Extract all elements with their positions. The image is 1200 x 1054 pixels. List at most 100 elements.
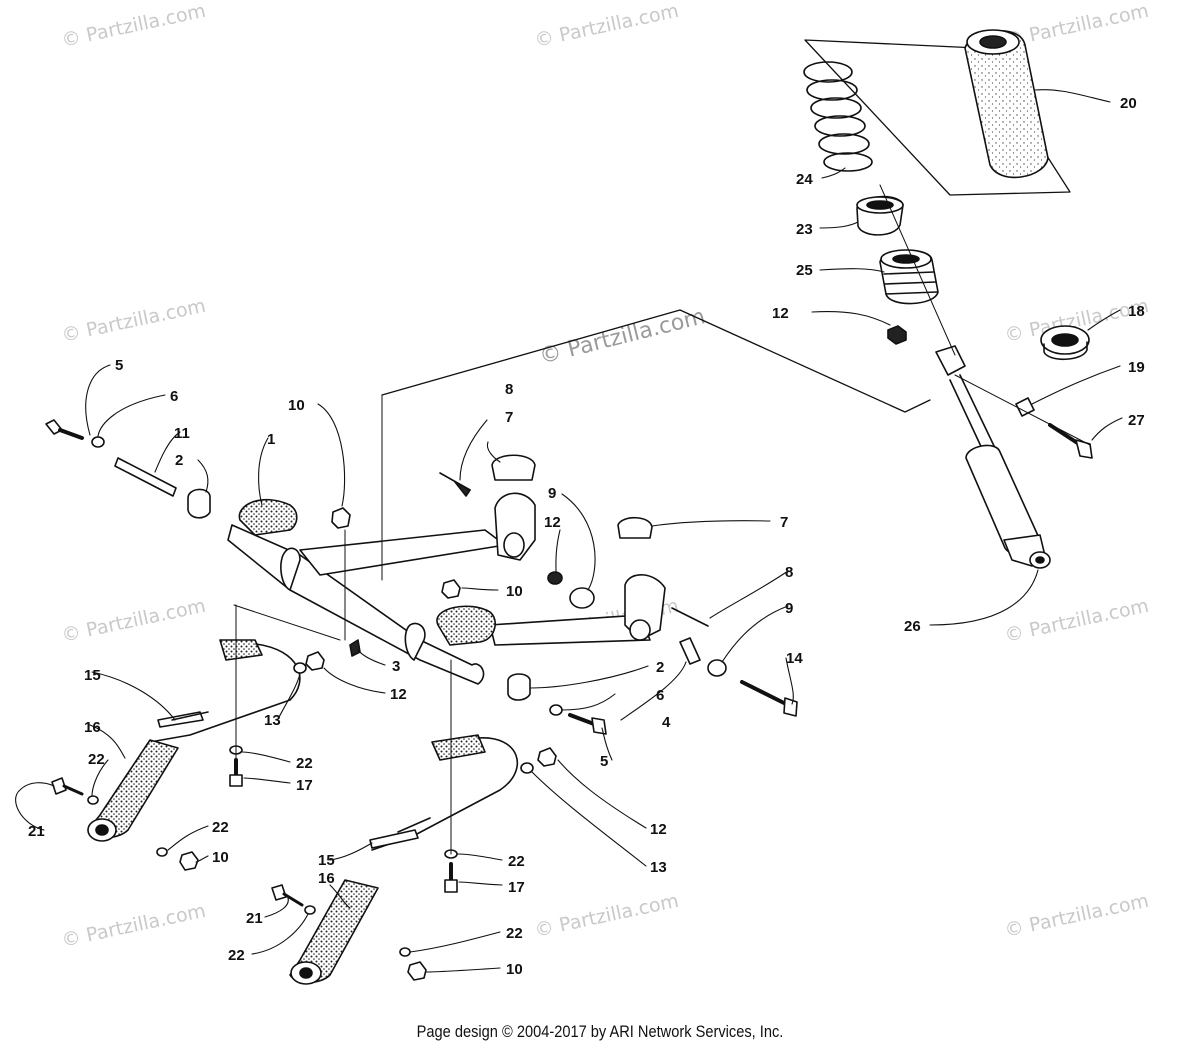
nut-10 — [331, 507, 351, 529]
callout-11: 11 — [174, 425, 190, 442]
callout-10: 10 — [506, 583, 523, 600]
callout-22: 22 — [212, 819, 229, 836]
bumper-25 — [879, 249, 939, 305]
bushing-9 — [569, 587, 595, 609]
leader-lines — [15, 89, 1123, 973]
callout-10: 10 — [506, 961, 523, 978]
callout-22: 22 — [228, 947, 245, 964]
mount-plate-1 — [238, 498, 298, 536]
bushing-9-right — [707, 659, 727, 677]
callout-17: 17 — [508, 879, 525, 896]
bracket-upper — [491, 454, 536, 561]
callout-20: 20 — [1120, 95, 1137, 112]
callout-22: 22 — [88, 751, 105, 768]
callout-3: 3 — [392, 658, 400, 675]
callout-16: 16 — [84, 719, 101, 736]
bolt-17-right — [444, 862, 458, 893]
callout-19: 19 — [1128, 359, 1145, 376]
callout-21: 21 — [28, 823, 45, 840]
pivot-plate — [436, 605, 496, 646]
callout-13: 13 — [650, 859, 667, 876]
callout-27: 27 — [1128, 412, 1145, 429]
nut-10-left — [179, 851, 199, 871]
bushing-2-left — [187, 488, 211, 519]
sleeve-4 — [679, 637, 701, 665]
nut-12-right — [537, 747, 557, 767]
nut-10-b — [441, 579, 461, 599]
washer-22-b — [156, 847, 168, 857]
callout-10: 10 — [212, 849, 229, 866]
foot-rest-right — [271, 659, 557, 985]
callout-23: 23 — [796, 221, 813, 238]
callout-2: 2 — [656, 659, 664, 676]
foot-rest-left — [51, 604, 325, 871]
callout-7: 7 — [505, 409, 513, 426]
callout-2: 2 — [175, 452, 183, 469]
bolt-21-left — [51, 777, 84, 796]
washer-13-b — [520, 762, 534, 774]
callout-16: 16 — [318, 870, 335, 887]
nut-12-mid — [547, 571, 563, 585]
spring-24 — [803, 61, 873, 172]
washer-6-right — [549, 704, 563, 716]
explode-box-line — [804, 39, 1071, 196]
callout-15: 15 — [318, 852, 335, 869]
callout-labels: 20 24 23 25 12 18 19 27 26 5 6 11 2 1 10… — [28, 95, 1145, 978]
callout-5: 5 — [600, 753, 608, 770]
bolt-27 — [1048, 423, 1093, 459]
callout-22: 22 — [296, 755, 313, 772]
callout-9: 9 — [785, 600, 793, 617]
nut-12-left — [305, 651, 325, 671]
callout-14: 14 — [786, 650, 803, 667]
callout-7: 7 — [780, 514, 788, 531]
retainer-23 — [856, 195, 904, 236]
shock-assembly — [679, 29, 1093, 569]
callout-12: 12 — [650, 821, 667, 838]
bolt-5-right — [568, 713, 607, 735]
callout-26: 26 — [904, 618, 921, 635]
callout-18: 18 — [1128, 303, 1145, 320]
bracket-lower — [617, 516, 666, 641]
bolt-14 — [740, 680, 798, 717]
washer-6-left — [91, 436, 105, 448]
callout-15: 15 — [84, 667, 101, 684]
bushing-2-right — [507, 673, 531, 701]
sleeve-19 — [1015, 397, 1035, 417]
callout-22: 22 — [508, 853, 525, 870]
callout-25: 25 — [796, 262, 813, 279]
washer-13 — [293, 662, 307, 674]
washer-22 — [87, 795, 99, 805]
callout-12: 12 — [390, 686, 407, 703]
callout-24: 24 — [796, 171, 813, 188]
boot-20 — [964, 29, 1049, 179]
bolt-17-left — [229, 758, 243, 787]
sleeve-11 — [114, 457, 177, 497]
grease-fitting-3 — [349, 639, 361, 657]
callout-6: 6 — [656, 687, 664, 704]
callout-10: 10 — [288, 397, 305, 414]
washer-22-d — [304, 905, 316, 915]
bolt-5-left — [45, 419, 84, 440]
callout-8: 8 — [505, 381, 513, 398]
washer-22-e — [399, 947, 411, 957]
bolt-21-right — [271, 884, 304, 907]
callout-12: 12 — [544, 514, 561, 531]
callout-8: 8 — [785, 564, 793, 581]
shock-26 — [935, 345, 1051, 569]
callout-5: 5 — [115, 357, 123, 374]
upper-arm-2 — [489, 614, 651, 646]
page-footer: Page design © 2004-2017 by ARI Network S… — [416, 1022, 784, 1041]
nut-12-upper — [887, 325, 907, 345]
upper-arm — [299, 529, 506, 576]
callout-13: 13 — [264, 712, 281, 729]
callout-17: 17 — [296, 777, 313, 794]
axle-assembly — [45, 309, 798, 735]
callout-21: 21 — [246, 910, 263, 927]
callout-22: 22 — [506, 925, 523, 942]
callout-6: 6 — [170, 388, 178, 405]
callout-12: 12 — [772, 305, 789, 322]
callout-4: 4 — [662, 714, 671, 731]
bushing-18 — [1040, 325, 1090, 361]
callout-9: 9 — [548, 485, 556, 502]
